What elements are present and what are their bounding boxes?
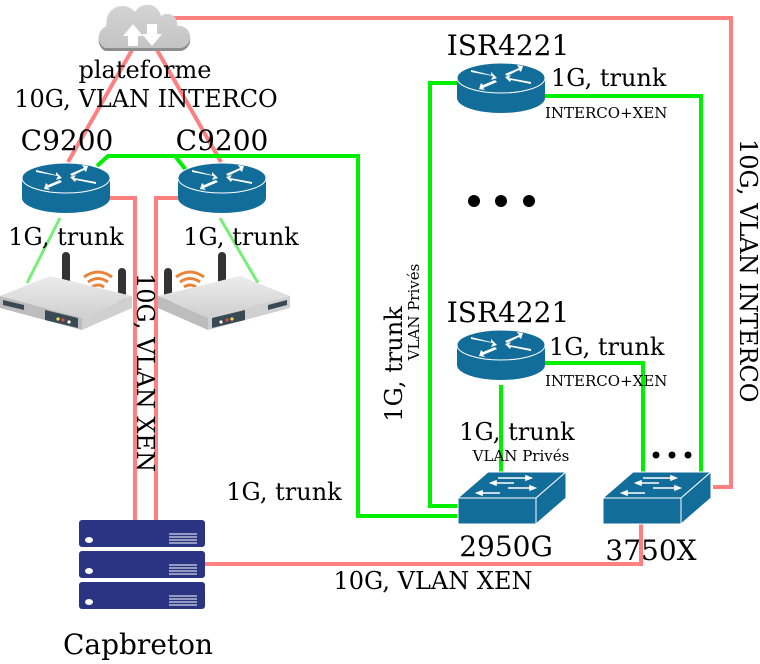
server-rack-icon <box>79 520 205 609</box>
switch-3750x-label: 3750X <box>605 534 696 567</box>
c9200-left-label: C9200 <box>21 124 114 157</box>
isr-top-label: ISR4221 <box>447 29 570 62</box>
link-label-c9200-server: 10G, VLAN XEN <box>131 273 159 472</box>
link-label-isr-top-3750x-sub: INTERCO+XEN <box>545 104 667 122</box>
ellipsis-icon <box>468 195 535 207</box>
router-icon <box>456 329 546 381</box>
link-isr-bottom-3750x <box>545 361 645 478</box>
server-label: Capbreton <box>63 628 213 661</box>
link-server-3750x <box>205 522 643 566</box>
link-label-isr-bottom-3750x-sub: INTERCO+XEN <box>545 372 667 390</box>
link-cloud-c9200-left <box>66 49 134 163</box>
cloud-updown-icon <box>98 4 191 52</box>
link-label-isr-bottom-2950g-main: 1G, trunk <box>459 418 575 446</box>
link-cloud-c9200-right <box>155 49 223 163</box>
switch-icon <box>602 471 712 525</box>
link-c9200-left-ap <box>25 217 62 284</box>
link-cloud-3750x <box>170 16 733 489</box>
link-label-cloud-3750x: 10G, VLAN INTERCO <box>734 139 760 402</box>
router-icon <box>21 162 111 214</box>
ellipsis-icon <box>652 451 692 459</box>
link-isr-top-3750x <box>545 94 703 478</box>
link-label-isr-top-3750x-main: 1G, trunk <box>551 64 667 92</box>
link-c9200-left-server <box>110 196 137 522</box>
wifi-access-point-icon <box>158 252 290 330</box>
link-label-isr-2950g-main: 1G, trunk <box>380 306 408 422</box>
link-label-c9200-right-ap: 1G, trunk <box>183 223 299 251</box>
link-isr-top-2950g <box>428 81 458 508</box>
router-icon <box>177 162 267 214</box>
link-c9200-right-ap <box>218 217 260 284</box>
link-label-c9200-2950g: 1G, trunk <box>226 478 342 506</box>
switch-icon <box>457 471 567 525</box>
wifi-access-point-icon <box>0 252 132 330</box>
isr-bottom-label: ISR4221 <box>447 296 570 329</box>
switch-2950g-label: 2950G <box>459 530 553 563</box>
link-c9200-right-server <box>154 196 178 522</box>
link-c9200-right-junction <box>173 154 188 172</box>
link-label-c9200-left-ap: 1G, trunk <box>8 223 124 251</box>
link-label-isr-2950g-sub: VLAN Privés <box>405 264 423 362</box>
c9200-right-label: C9200 <box>176 124 269 157</box>
router-icon <box>456 62 546 114</box>
cloud-label: plateforme <box>79 56 212 84</box>
link-label-server-3750x: 10G, VLAN XEN <box>334 567 533 595</box>
link-label-isr-bottom-2950g-sub: VLAN Privés <box>472 447 570 465</box>
link-c9200-2950g <box>95 154 458 518</box>
link-label-isr-bottom-3750x-main: 1G, trunk <box>549 333 665 361</box>
link-label-cloud-c9200: 10G, VLAN INTERCO <box>14 85 277 113</box>
